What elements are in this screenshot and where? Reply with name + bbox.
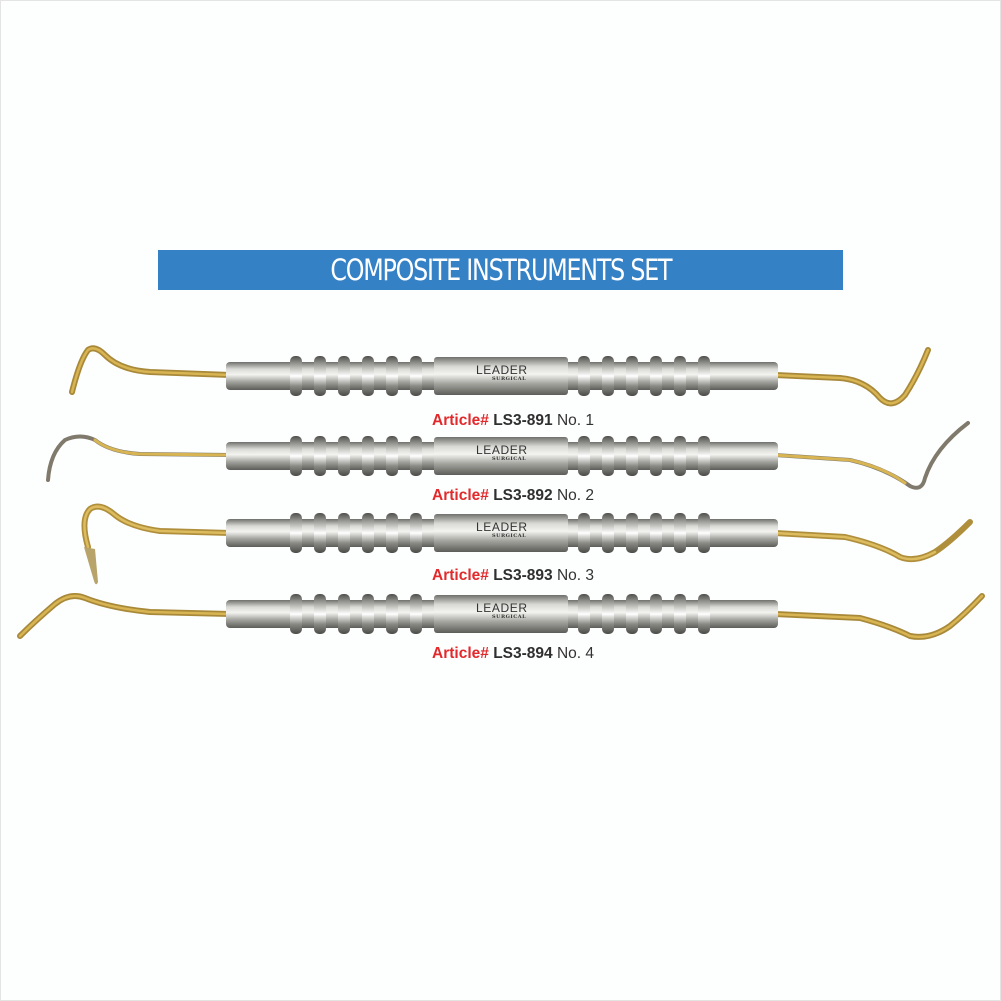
banner-title: COMPOSITE INSTRUMENTS SET	[330, 253, 672, 287]
instrument-4: LEADER SURGICAL	[0, 576, 1001, 656]
article-code: LS3-891	[493, 412, 553, 429]
brand-logo: LEADER SURGICAL	[476, 443, 528, 462]
brand-logo: LEADER SURGICAL	[476, 601, 528, 620]
instrument-4-graphic	[17, 593, 985, 640]
instrument-number: No. 4	[556, 645, 595, 662]
title-banner: COMPOSITE INSTRUMENTS SET	[158, 250, 843, 290]
instrument-1-graphic	[69, 345, 931, 407]
article-code: LS3-893	[493, 567, 553, 584]
instrument-2: LEADER SURGICAL	[0, 418, 1001, 498]
article-label: Article#	[432, 487, 489, 504]
instrument-number: No. 1	[556, 412, 595, 429]
instrument-number: No. 2	[556, 487, 595, 504]
brand-logo: LEADER SURGICAL	[476, 363, 528, 382]
article-label: Article#	[432, 567, 489, 584]
instrument-3-graphic	[81, 503, 973, 585]
brand-logo: LEADER SURGICAL	[476, 520, 528, 539]
instrument-3: LEADER SURGICAL	[0, 497, 1001, 585]
instrument-2-graphic	[46, 421, 970, 490]
article-label: Article#	[432, 412, 489, 429]
instrument-number: No. 3	[556, 567, 595, 584]
article-label: Article#	[432, 645, 489, 662]
instrument-1: LEADER SURGICAL	[0, 340, 1001, 420]
handle	[226, 356, 778, 396]
article-code: LS3-894	[493, 645, 553, 662]
article-code: LS3-892	[493, 487, 553, 504]
